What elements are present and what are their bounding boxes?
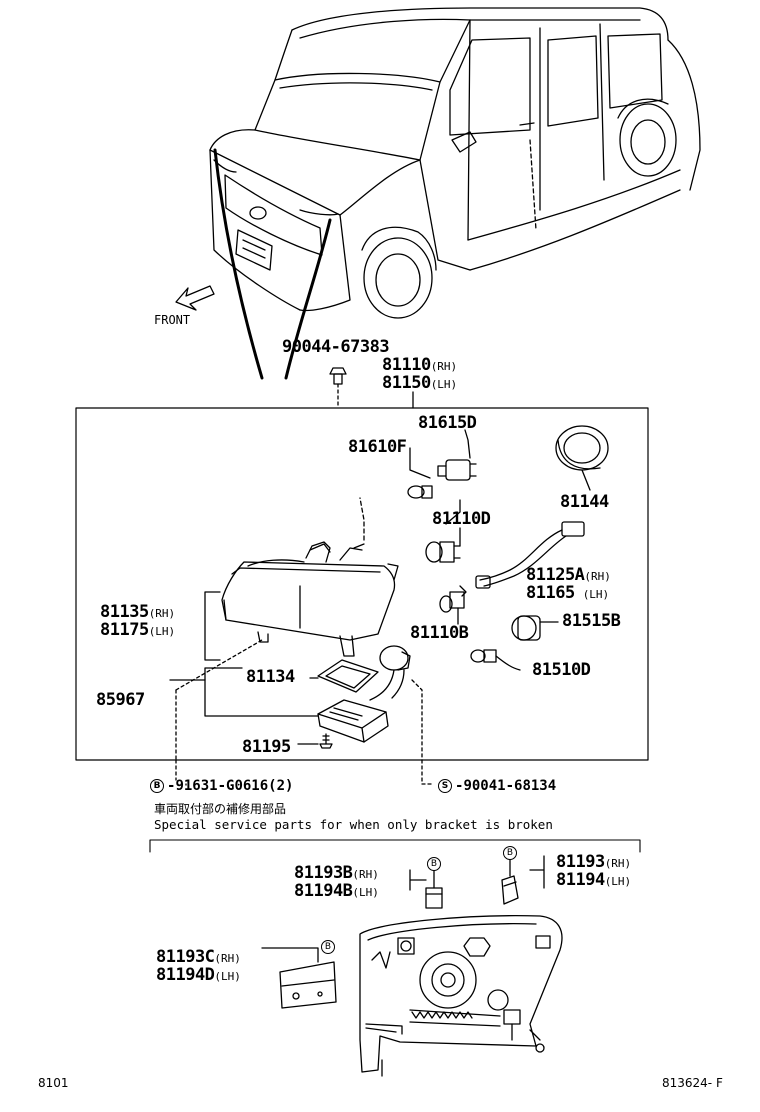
side-lh: (LH): [604, 875, 632, 888]
side-rh: (RH): [214, 952, 241, 965]
part-number-90041: 90041-68134: [463, 778, 557, 794]
marker-b-icon: B: [150, 779, 164, 793]
side-lh: (LH): [148, 625, 176, 638]
marker-s-icon: S: [438, 779, 452, 793]
part-label-81193c-rh: 81193C(RH): [156, 948, 241, 968]
bulb-81110d-icon: [425, 527, 461, 563]
side-rh: (RH): [148, 607, 176, 620]
part-label-81610f: 81610F: [348, 437, 407, 457]
part-label-81150-lh: 81150(LH): [382, 374, 457, 394]
part-number-81194d: 81194D: [156, 965, 215, 985]
note-english: Special service parts for when only brac…: [154, 817, 553, 832]
side-lh: (LH): [430, 378, 458, 391]
bracket-section-line: [149, 839, 641, 853]
assembly-box: [75, 407, 649, 761]
gasket-81134-icon: [317, 659, 379, 693]
part-label-81125a-rh: 81125A(RH): [526, 566, 611, 586]
part-number-81135: 81135: [100, 602, 149, 622]
part-label-81175-lh: 81175(LH): [100, 621, 175, 641]
part-label-81193-rh: 81193(RH): [556, 853, 631, 873]
plate-81193c-icon: [261, 947, 337, 1009]
side-lh: (LH): [582, 588, 610, 601]
part-label-85967: 85967: [96, 690, 145, 710]
footer-illustration-code: 813624- F: [662, 1076, 723, 1090]
side-lh: (LH): [214, 970, 241, 983]
side-rh: (RH): [584, 570, 611, 583]
part-number-81165: 81165: [526, 583, 575, 603]
side-rh: (RH): [352, 868, 379, 881]
socket-ring-81144-icon: [555, 425, 609, 491]
part-number-81150: 81150: [382, 373, 431, 393]
headlamp-assembly-icon: [221, 497, 399, 657]
part-label-81165-lh: 81165 (LH): [526, 584, 609, 604]
part-label-90044: 90044-67383: [282, 337, 390, 357]
clip-81193-icon: [501, 855, 545, 905]
screw-81195-icon: [319, 733, 333, 749]
socket-81615d-icon: [437, 429, 477, 481]
part-label-81194d-lh: 81194D(LH): [156, 966, 241, 986]
part-number-81125a: 81125A: [526, 565, 585, 585]
part-label-81195: 81195: [242, 737, 291, 757]
bulb-81110b-icon: [439, 585, 467, 625]
part-label-81515b: 81515B: [562, 611, 621, 631]
part-number-81110: 81110: [382, 355, 431, 375]
part-number-81193: 81193: [556, 852, 605, 872]
bulb-81610f-icon: [407, 447, 433, 499]
part-number-81194: 81194: [556, 870, 605, 890]
part-label-90041: S-90041-68134: [438, 778, 556, 794]
part-number-81194b: 81194B: [294, 881, 353, 901]
igniter-icon: [369, 645, 411, 701]
part-label-81134: 81134: [246, 667, 295, 687]
front-arrow-icon: [175, 285, 215, 311]
headlamp-rear-icon: [359, 915, 563, 1077]
footer-figure-number: 8101: [38, 1076, 69, 1090]
part-label-81193b-rh: 81193B(RH): [294, 864, 379, 884]
part-label-81110b: 81110B: [410, 623, 469, 643]
part-label-81135-rh: 81135(RH): [100, 603, 175, 623]
marker-b-icon: B: [427, 857, 441, 871]
part-label-81144: 81144: [560, 492, 609, 512]
front-label: FRONT: [154, 313, 191, 327]
part-label-81510d: 81510D: [532, 660, 591, 680]
part-label-81194-lh: 81194(LH): [556, 871, 631, 891]
ballast-85967-icon: [317, 699, 389, 743]
marker-b-icon: B: [321, 940, 335, 954]
part-number-81193c: 81193C: [156, 947, 215, 967]
harness-81125a-icon: [475, 521, 585, 589]
clip-81193b-icon: [409, 869, 443, 909]
part-label-81110-rh: 81110(RH): [382, 356, 457, 376]
side-lh: (LH): [352, 886, 379, 899]
part-number-81193b: 81193B: [294, 863, 353, 883]
side-rh: (RH): [604, 857, 632, 870]
part-number-91631: 91631-G0616(2): [175, 778, 294, 794]
side-rh: (RH): [430, 360, 458, 373]
note-japanese: 車両取付部の補修用部品: [154, 802, 287, 816]
bulb-81510d-icon: [470, 649, 521, 671]
bolt-90044-icon: [329, 367, 347, 409]
marker-b-icon: B: [503, 846, 517, 860]
part-number-81175: 81175: [100, 620, 149, 640]
part-label-81194b-lh: 81194B(LH): [294, 882, 379, 902]
vehicle-drawing: [209, 7, 701, 380]
part-label-81110d: 81110D: [432, 509, 491, 529]
part-label-91631: B-91631-G0616(2): [150, 778, 293, 794]
part-label-81615d: 81615D: [418, 413, 477, 433]
socket-81515b-icon: [511, 615, 559, 641]
